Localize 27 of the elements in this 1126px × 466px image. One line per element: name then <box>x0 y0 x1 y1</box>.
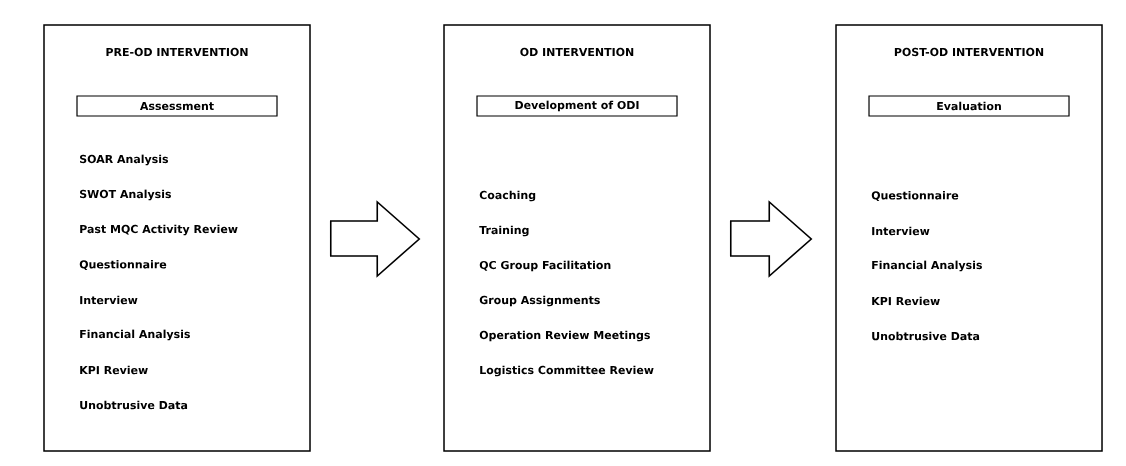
list-item: Interview <box>872 226 930 236</box>
list-item: Operation Review Meetings <box>479 330 650 342</box>
list-item: SOAR Analysis <box>80 154 169 166</box>
list-item: Questionnaire <box>871 191 959 201</box>
list-item: KPI Review <box>872 296 940 306</box>
list-item: Financial Analysis <box>80 329 190 341</box>
heading: OD INTERVENTION <box>520 47 634 57</box>
block-arrow <box>329 200 421 278</box>
list-item: Unobtrusive Data <box>872 331 980 341</box>
list-item: Coaching <box>479 190 536 202</box>
list-item: Training <box>479 225 529 237</box>
list-item: SWOT Analysis <box>80 189 171 201</box>
list-item: Logistics Committee Review <box>480 365 654 377</box>
list-item: Interview <box>80 295 138 305</box>
block-arrow <box>729 200 813 278</box>
label-box: Development of ODI <box>476 95 678 117</box>
heading: PRE-OD INTERVENTION <box>106 47 248 57</box>
label-box: Assessment <box>76 95 278 117</box>
list-item: KPI Review <box>80 365 148 375</box>
heading: POST-OD INTERVENTION <box>894 47 1044 57</box>
list-item: Group Assignments <box>479 295 600 307</box>
list-item: Unobtrusive Data <box>80 400 188 410</box>
label-box: Evaluation <box>868 95 1070 117</box>
list-item: Financial Analysis <box>872 260 982 272</box>
list-item: Past MQC Activity Review <box>80 224 238 236</box>
list-item: QC Group Facilitation <box>479 260 611 272</box>
list-item: Questionnaire <box>79 260 167 270</box>
